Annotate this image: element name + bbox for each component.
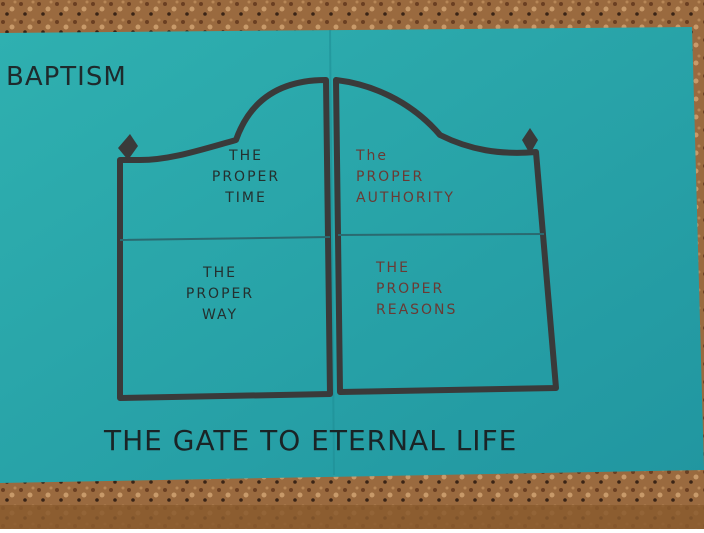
right-finial (522, 128, 538, 154)
paper-fold-line (329, 29, 335, 476)
gate-divider (119, 233, 545, 241)
gate-drawing (117, 77, 559, 401)
poster-title: BAPTISM (6, 62, 127, 92)
gate-panel-reasons: THE PROPER REASONS (376, 260, 458, 318)
gate-left-door (117, 77, 333, 401)
gate-panel-way: THE PROPER WAY (185, 265, 255, 323)
gate-panel-authority: The PROPER AUTHORITY (356, 148, 455, 206)
poster-caption: THE GATE TO ETERNAL LIFE (104, 424, 518, 457)
gate-right-door (333, 77, 559, 395)
wood-cabinet (0, 505, 704, 529)
left-finial (118, 134, 138, 160)
gate-panel-time: THE PROPER TIME (211, 148, 281, 206)
